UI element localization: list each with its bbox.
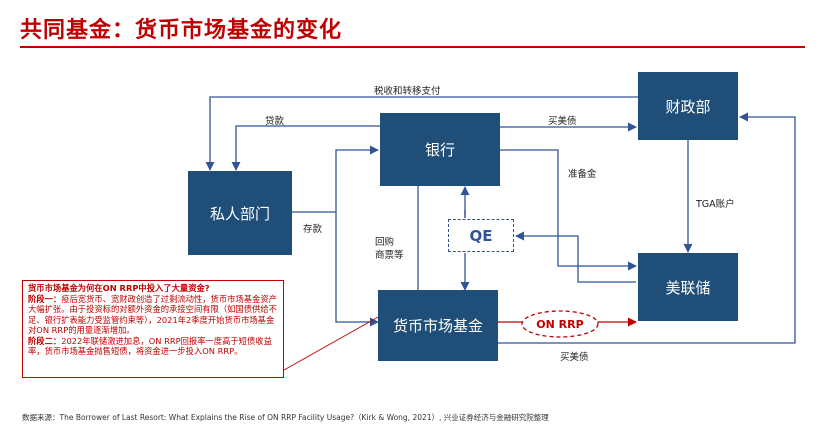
onrrp-ellipse	[521, 310, 599, 338]
stage1-label: 阶段一：	[28, 293, 62, 304]
arrow-deposits-bank	[292, 145, 379, 213]
qe-node: QE	[448, 219, 514, 252]
label-tga: TGA账户	[696, 199, 735, 210]
label-cp: 商票等	[375, 250, 404, 261]
mmf-node: 货币市场基金	[378, 290, 498, 361]
arrow-tax-transfers	[205, 96, 638, 171]
title-underline	[20, 46, 805, 48]
arrow-mmf-treasury	[498, 112, 796, 344]
callout-heading: 货币市场基金为何在ON RRP中投入了大量资金?	[28, 283, 210, 293]
stage2-text: 2022年联储激进加息，ON RRP回报率一度高于短债收益率，货币市场基金抛售短…	[28, 335, 272, 357]
source-note: 数据来源：The Borrower of Last Resort: What E…	[22, 413, 549, 422]
arrow-reserves	[500, 149, 637, 271]
private-sector-node: 私人部门	[188, 171, 292, 255]
label-deposits: 存款	[303, 224, 323, 235]
label-buy-treasury-top: 买美债	[548, 116, 577, 127]
stage1-text: 疫后宽货币、宽财政创造了过剩流动性，货币市场基金资产大幅扩张。由于投资标的对额外…	[28, 293, 277, 336]
arrow-fed-qe	[515, 231, 636, 283]
label-tax-transfers: 税收和转移支付	[374, 86, 441, 97]
bank-node: 银行	[380, 113, 500, 186]
stage2-label: 阶段二：	[28, 335, 62, 346]
treasury-node: 财政部	[638, 72, 738, 140]
page-title: 共同基金：货币市场基金的变化	[20, 18, 343, 43]
arrow-loans	[231, 125, 380, 171]
onrrp-node: ON RRP	[536, 317, 584, 331]
label-buy-treasury-bottom: 买美债	[560, 352, 589, 363]
fed-node: 美联储	[638, 253, 738, 321]
explanation-callout: 货币市场基金为何在ON RRP中投入了大量资金? 阶段一：疫后宽货币、宽财政创造…	[22, 280, 284, 378]
label-loans: 贷款	[265, 116, 285, 127]
arrow-deposits-mmf	[335, 212, 379, 327]
label-repo: 回购	[375, 237, 395, 248]
callout-pointer	[283, 315, 381, 371]
label-reserves: 准备金	[568, 169, 597, 180]
